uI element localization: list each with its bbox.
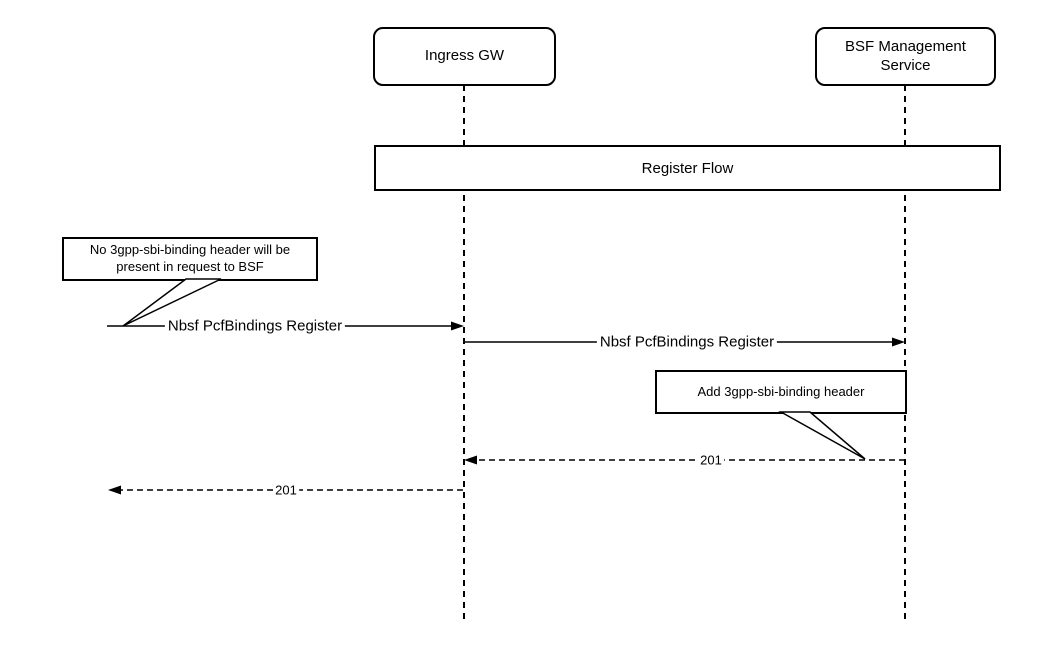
actor-label-text: Ingress GW [424,47,505,65]
message-2-arrowhead [892,337,905,347]
actor-box-ingress-gw [373,27,556,86]
actor-label-bsf-management-service: BSF Management Service [816,28,995,85]
note-tail-add-binding-header [778,411,866,460]
message-3-arrowhead [464,455,477,465]
note-text-content: No 3gpp-sbi-binding header will be prese… [89,242,291,274]
note-box-add-binding-header [655,370,907,414]
frame-register-flow [374,145,1001,191]
note-text-add-binding-header: Add 3gpp-sbi-binding header [656,371,906,413]
frame-title-register-flow: Register Flow [375,146,1000,190]
actor-label-text: BSF Management Service [845,37,966,74]
message-3-label: 201 [698,452,724,468]
message-2-label: Nbsf PcfBindings Register [596,333,778,351]
actor-box-bsf-management-service [815,27,996,86]
message-1-arrowhead [451,321,464,331]
message-4-arrowhead [108,485,121,495]
note-text-no-binding-header: No 3gpp-sbi-binding header will be prese… [63,238,317,280]
frame-title-text: Register Flow [641,159,734,177]
note-text-content: Add 3gpp-sbi-binding header [697,383,865,399]
note-tail-no-binding-header [122,278,222,327]
note-box-no-binding-header [62,237,318,281]
message-1-label: Nbsf PcfBindings Register [164,317,346,335]
message-4-label: 201 [273,482,299,498]
actor-label-ingress-gw: Ingress GW [374,28,555,85]
